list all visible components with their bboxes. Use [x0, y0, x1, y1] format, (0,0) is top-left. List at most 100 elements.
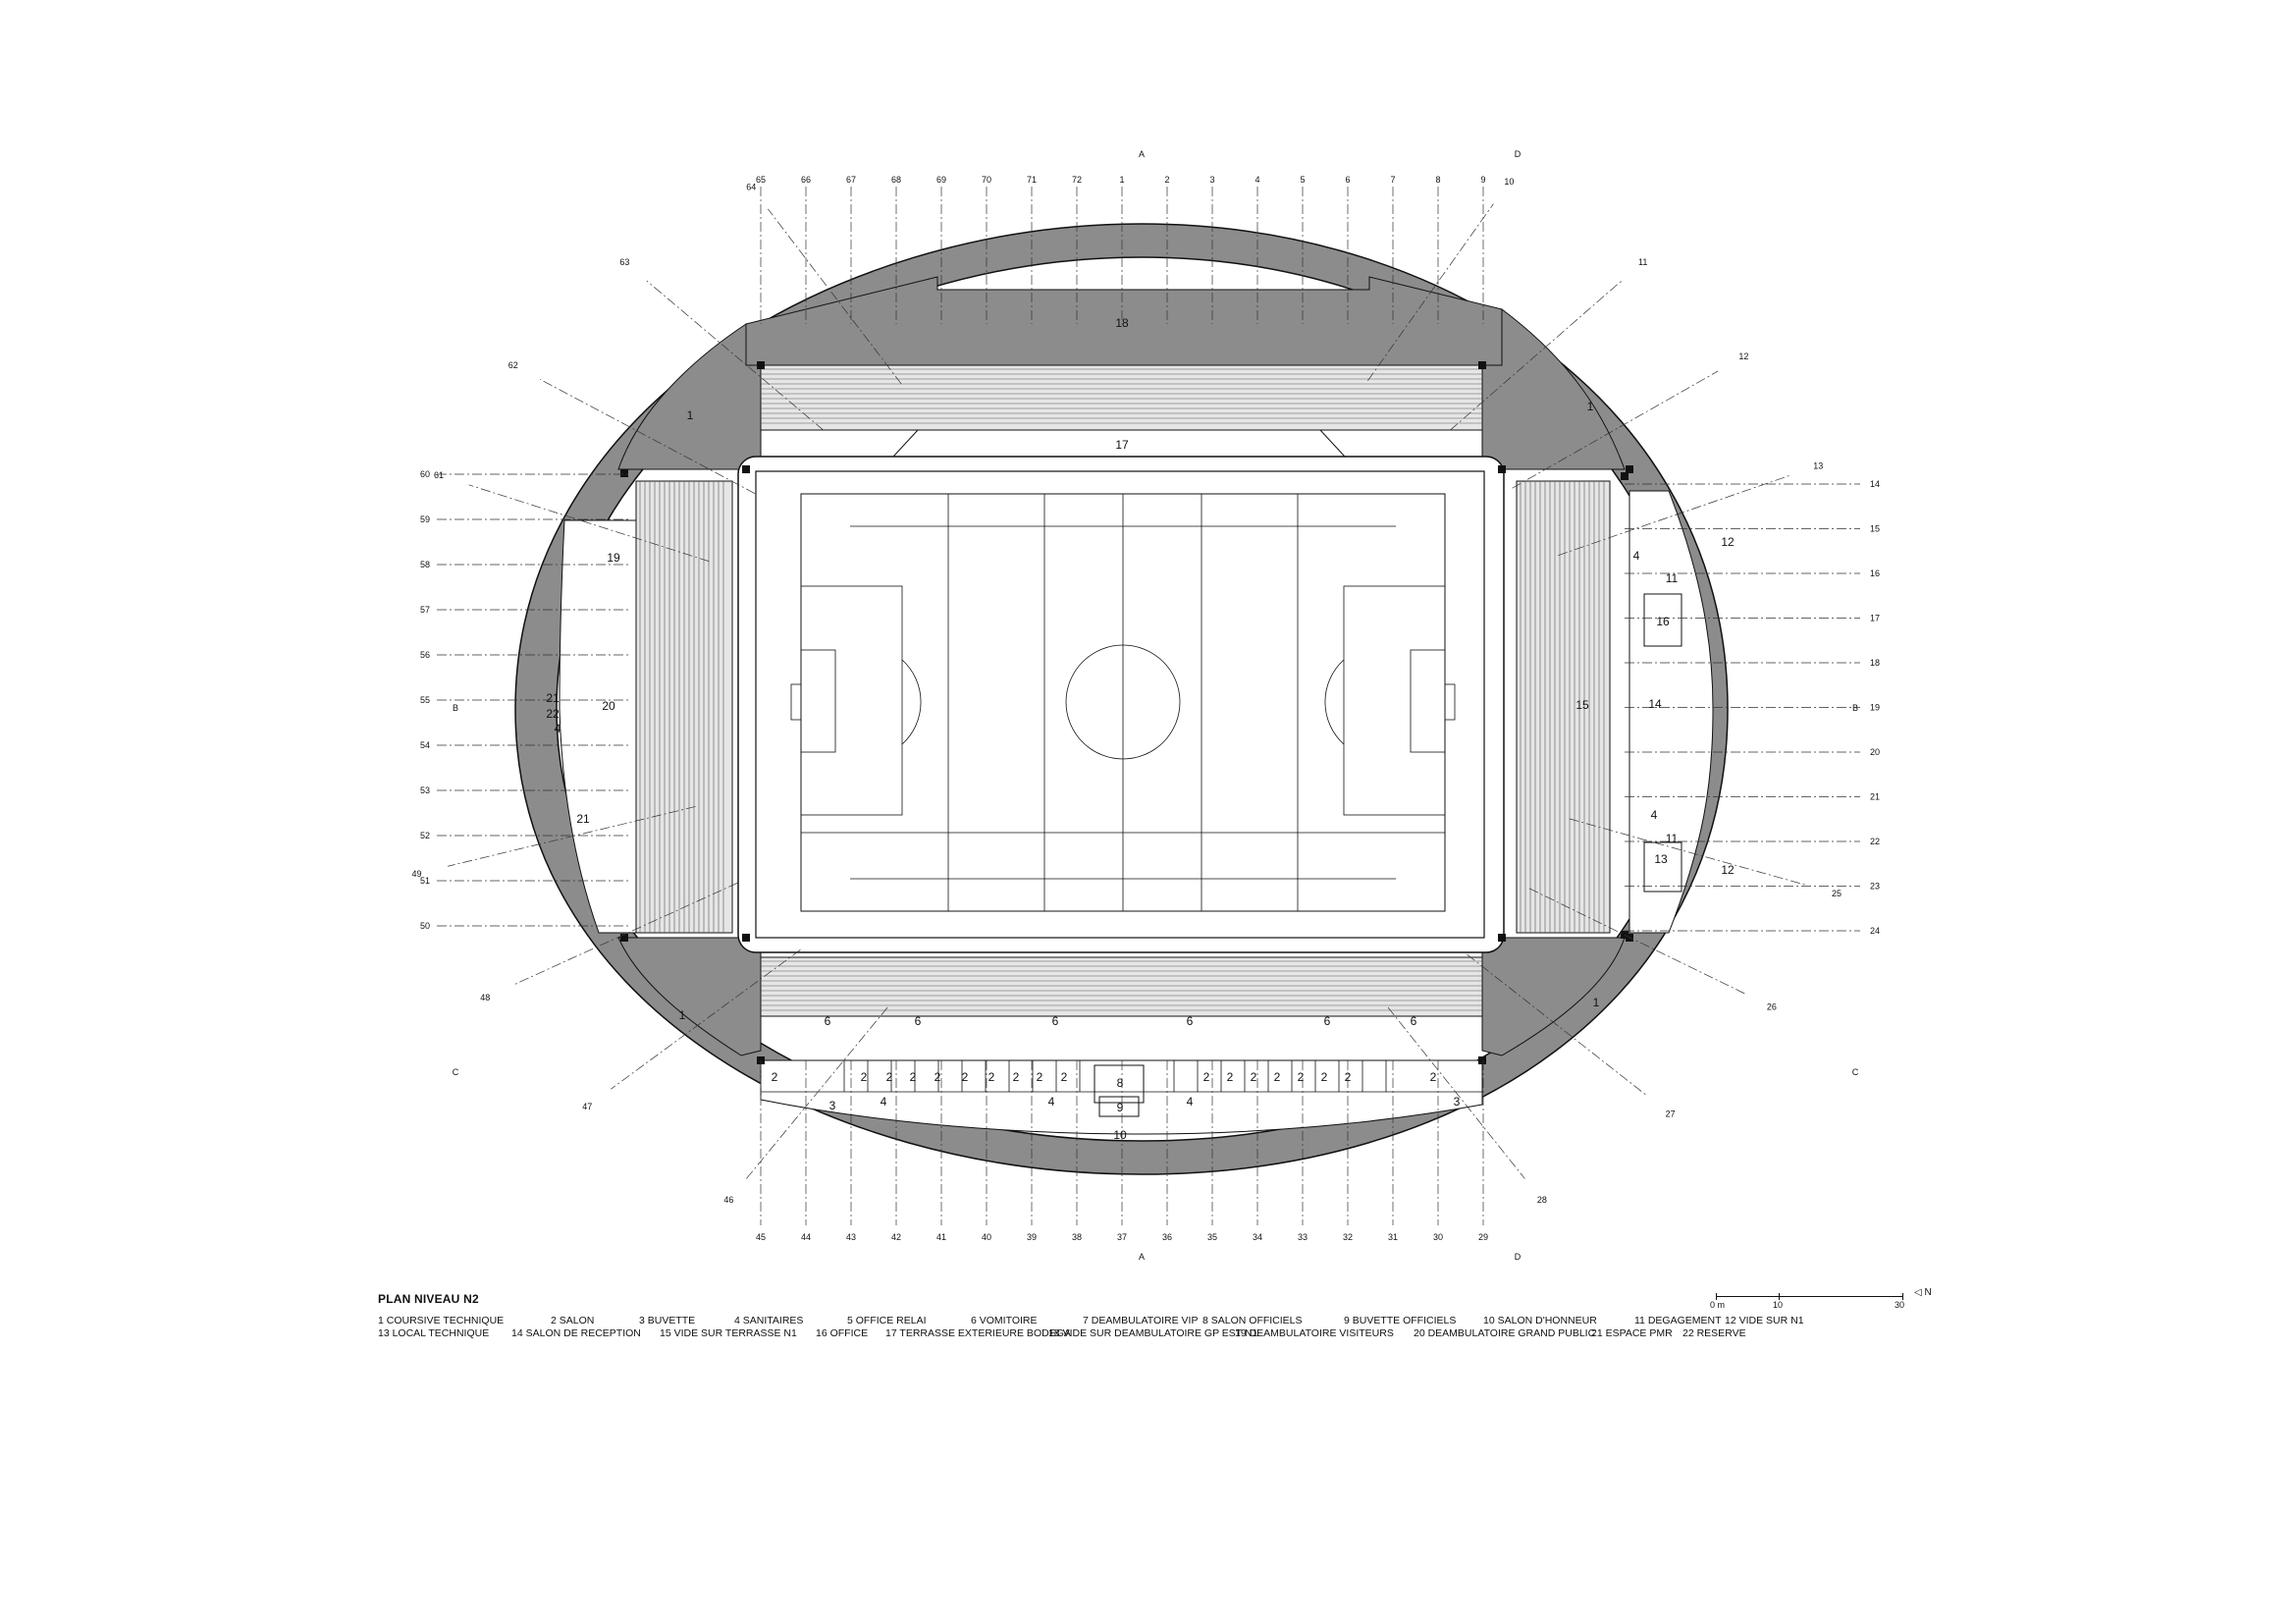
- salon-label: 2: [910, 1070, 917, 1084]
- grid-axis-26: 26: [1767, 1001, 1777, 1011]
- grid-axis-40: 40: [982, 1232, 991, 1242]
- room-1-se: 1: [1593, 996, 1600, 1009]
- legend-item: 17 TERRASSE EXTERIEURE BODEGA: [885, 1327, 1071, 1339]
- grid-axis-53: 53: [420, 785, 430, 795]
- grid-axis-20: 20: [1870, 747, 1880, 757]
- room-19: 19: [607, 551, 620, 565]
- grid-axis-11: 11: [1638, 257, 1647, 267]
- grid-axis-24: 24: [1870, 926, 1880, 936]
- grid-axis-21: 21: [1870, 792, 1880, 802]
- grid-axis-45: 45: [756, 1232, 766, 1242]
- legend-item: 18 VIDE SUR DEAMBULATOIRE GP EST N1: [1048, 1327, 1258, 1339]
- room-4-e-a: 4: [1633, 549, 1640, 563]
- room-18: 18: [1115, 316, 1129, 330]
- grid-axis-54: 54: [420, 740, 430, 750]
- north-label: N: [1924, 1287, 1932, 1298]
- section-marker-c-right: C: [1852, 1067, 1859, 1077]
- grid-axis-36: 36: [1162, 1232, 1172, 1242]
- salon-label: 2: [1251, 1070, 1257, 1084]
- grid-axis-25: 25: [1832, 889, 1842, 898]
- section-marker-c-left: C: [453, 1067, 459, 1077]
- grid-axis-49: 49: [412, 869, 422, 879]
- scale-bar: 0 m 10 30: [1710, 1290, 1946, 1320]
- grid-axis-18: 18: [1870, 658, 1880, 668]
- legend-item: 13 LOCAL TECHNIQUE: [378, 1327, 490, 1339]
- grid-axis-30: 30: [1433, 1232, 1443, 1242]
- room-16: 16: [1656, 615, 1670, 628]
- section-marker-a-bottom: A: [1139, 1252, 1145, 1262]
- salon-label: 2: [1298, 1070, 1305, 1084]
- legend-item: 5 OFFICE RELAI: [847, 1315, 927, 1326]
- grid-axis-68: 68: [891, 175, 901, 185]
- grid-axis-58: 58: [420, 560, 430, 569]
- room-13: 13: [1654, 852, 1668, 866]
- room-12-a: 12: [1721, 535, 1735, 549]
- grid-axis-16: 16: [1870, 568, 1880, 578]
- grid-axis-41: 41: [936, 1232, 946, 1242]
- vomitoire-label: 6: [1324, 1014, 1331, 1028]
- grid-axis-50: 50: [420, 921, 430, 931]
- room-labels: 18 17 1 1 1 1 19 20 21 22 4 21 15 14 12 …: [546, 316, 1735, 1142]
- ne-concourse: [1481, 307, 1626, 470]
- room-1-ne: 1: [1587, 400, 1594, 413]
- legend-item: 14 SALON DE RECEPTION: [511, 1327, 641, 1339]
- grid-axis-17: 17: [1870, 614, 1880, 623]
- scale-label-30: 30: [1895, 1300, 1905, 1310]
- legend-item: 6 VOMITOIRE: [971, 1315, 1038, 1326]
- salon-label: 2: [1345, 1070, 1352, 1084]
- east-stand-seating: [1516, 480, 1611, 934]
- grid-axis-60: 60: [420, 469, 430, 479]
- grid-axis-4: 4: [1255, 175, 1259, 185]
- grid-axis-52: 52: [420, 831, 430, 840]
- pitch-markings: [790, 494, 1456, 911]
- grid-axis-3: 3: [1209, 175, 1214, 185]
- grid-axis-23: 23: [1870, 882, 1880, 892]
- grid-axis-55: 55: [420, 695, 430, 705]
- sw-concourse: [617, 937, 762, 1056]
- salon-label: 2: [988, 1070, 995, 1084]
- grid-axis-48: 48: [480, 993, 490, 1002]
- grid-axis-31: 31: [1388, 1232, 1398, 1242]
- vomitoire-label: 6: [825, 1014, 831, 1028]
- grid-axis-37: 37: [1117, 1232, 1127, 1242]
- legend-item: 22 RESERVE: [1682, 1327, 1746, 1339]
- salon-label: 2: [1061, 1070, 1068, 1084]
- legend-item: 21 ESPACE PMR: [1591, 1327, 1673, 1339]
- room-4-w: 4: [555, 722, 561, 735]
- room-4-e-b: 4: [1651, 808, 1658, 822]
- grid-axis-19: 19: [1870, 703, 1880, 713]
- vomitoire-label: 6: [1187, 1014, 1194, 1028]
- room-9: 9: [1117, 1101, 1124, 1114]
- south-stand-seating: [760, 956, 1483, 1017]
- grid-axis-38: 38: [1072, 1232, 1082, 1242]
- grid-axis-14: 14: [1870, 479, 1880, 489]
- vomitoire-label: 6: [1411, 1014, 1417, 1028]
- west-stand-seating: [635, 480, 733, 934]
- room-17: 17: [1115, 438, 1129, 452]
- east-building: [1629, 490, 1714, 934]
- room-1-nw: 1: [687, 408, 694, 422]
- grid-axis-57: 57: [420, 605, 430, 615]
- grid-axis-13: 13: [1813, 460, 1823, 470]
- grid-axis-47: 47: [582, 1102, 592, 1111]
- grid-axis-44: 44: [801, 1232, 811, 1242]
- grid-axis-69: 69: [936, 175, 946, 185]
- grid-axis-10: 10: [1504, 177, 1514, 187]
- grid-axis-34: 34: [1253, 1232, 1262, 1242]
- salon-label: 2: [934, 1070, 941, 1084]
- grid-axis-61: 61: [434, 470, 444, 480]
- room-20: 20: [602, 699, 615, 713]
- grid-axis-5: 5: [1300, 175, 1305, 185]
- grid-axis-32: 32: [1343, 1232, 1353, 1242]
- sanitaires-label: 4: [881, 1095, 887, 1109]
- section-marker-d-top: D: [1515, 149, 1522, 159]
- room-21-b: 21: [576, 812, 590, 826]
- legend-item: 20 DEAMBULATOIRE GRAND PUBLIC: [1414, 1327, 1596, 1339]
- grid-axis-66: 66: [801, 175, 811, 185]
- legend-item: 7 DEAMBULATOIRE VIP: [1083, 1315, 1199, 1326]
- legend-item: 19 DEAMBULATOIRE VISITEURS: [1235, 1327, 1394, 1339]
- grid-axis-27: 27: [1666, 1109, 1676, 1119]
- scale-label-0: 0 m: [1710, 1300, 1726, 1310]
- east-local-tech-block: [1643, 841, 1682, 893]
